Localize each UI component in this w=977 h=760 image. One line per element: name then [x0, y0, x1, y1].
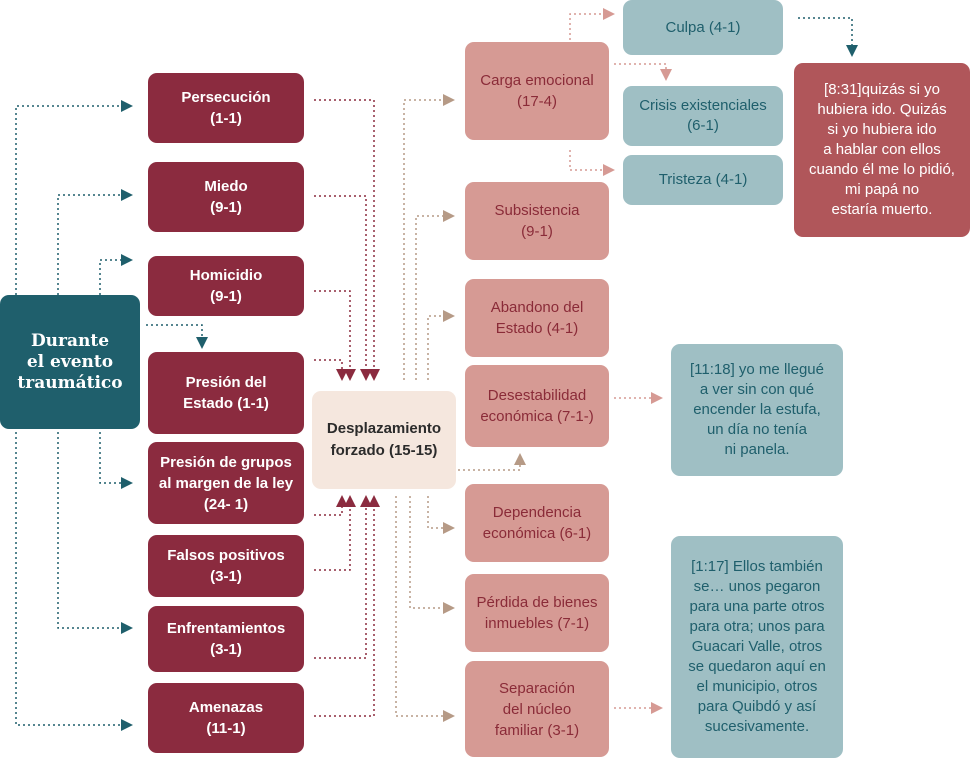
link-center-subsistencia: [415, 210, 455, 380]
link-root-homicidio: [99, 254, 133, 295]
effect-carga-emocional: Carga emocional (17-4): [465, 42, 609, 140]
link-carga-crisis: [614, 63, 672, 81]
sub-crisis-existenciales: Crisis existenciales (6-1): [623, 86, 783, 146]
effect-separacion-familiar: Separación del núcleo familiar (3-1): [465, 661, 609, 757]
link-amenazas-center: [314, 495, 380, 717]
link-center-desestabilidad: [458, 453, 526, 471]
link-root-amenazas: [15, 432, 133, 731]
cause-presion-estado: Presión del Estado (1-1): [148, 352, 304, 434]
quote-desestabilidad: [11:18] yo me llegué a ver sin con qué e…: [671, 344, 843, 476]
link-root-persecucion: [15, 100, 133, 295]
root-node: Durante el evento traumático: [0, 295, 140, 429]
cause-amenazas: Amenazas (11-1): [148, 683, 304, 753]
link-center-dependencia: [427, 496, 455, 534]
link-culpa-quote: [798, 17, 858, 57]
sub-culpa: Culpa (4-1): [623, 0, 783, 55]
effect-perdida-bienes: Pérdida de bienes inmuebles (7-1): [465, 574, 609, 652]
sub-tristeza: Tristeza (4-1): [623, 155, 783, 205]
link-center-perdida: [409, 496, 455, 614]
link-center-carga: [403, 94, 455, 380]
cause-persecucion: Persecución (1-1): [148, 73, 304, 143]
link-root-enfrentamientos: [57, 432, 133, 634]
effect-abandono-estado: Abandono del Estado (4-1): [465, 279, 609, 357]
link-falsos-center: [314, 495, 356, 571]
cause-homicidio: Homicidio (9-1): [148, 256, 304, 316]
effect-dependencia: Dependencia económica (6-1): [465, 484, 609, 562]
link-homicidio-center: [314, 290, 356, 381]
effect-desestabilidad: Desestabilidad económica (7-1-): [465, 365, 609, 447]
quote-separacion: [1:17] Ellos también se… unos pegaron pa…: [671, 536, 843, 758]
link-root-presion-estado: [146, 324, 208, 349]
effect-subsistencia: Subsistencia (9-1): [465, 182, 609, 260]
link-presion-estado-center: [314, 359, 348, 381]
center-node: Desplazamiento forzado (15-15): [312, 391, 456, 489]
link-center-abandono: [427, 310, 455, 380]
link-miedo-center: [314, 195, 372, 381]
link-presion-grupos-center: [314, 495, 348, 516]
link-carga-culpa: [569, 8, 615, 40]
cause-miedo: Miedo (9-1): [148, 162, 304, 232]
link-enfrentamientos-center: [314, 495, 372, 659]
cause-enfrentamientos: Enfrentamientos (3-1): [148, 606, 304, 672]
quote-culpa: [8:31]quizás si yo hubiera ido. Quizás s…: [794, 63, 970, 237]
link-root-miedo: [57, 189, 133, 295]
cause-presion-grupos: Presión de grupos al margen de la ley (2…: [148, 442, 304, 524]
link-center-separacion: [395, 496, 455, 722]
cause-falsos-positivos: Falsos positivos (3-1): [148, 535, 304, 597]
link-persecucion-center: [314, 99, 380, 381]
link-carga-tristeza: [569, 150, 615, 176]
link-root-presion-grupos: [99, 432, 133, 489]
